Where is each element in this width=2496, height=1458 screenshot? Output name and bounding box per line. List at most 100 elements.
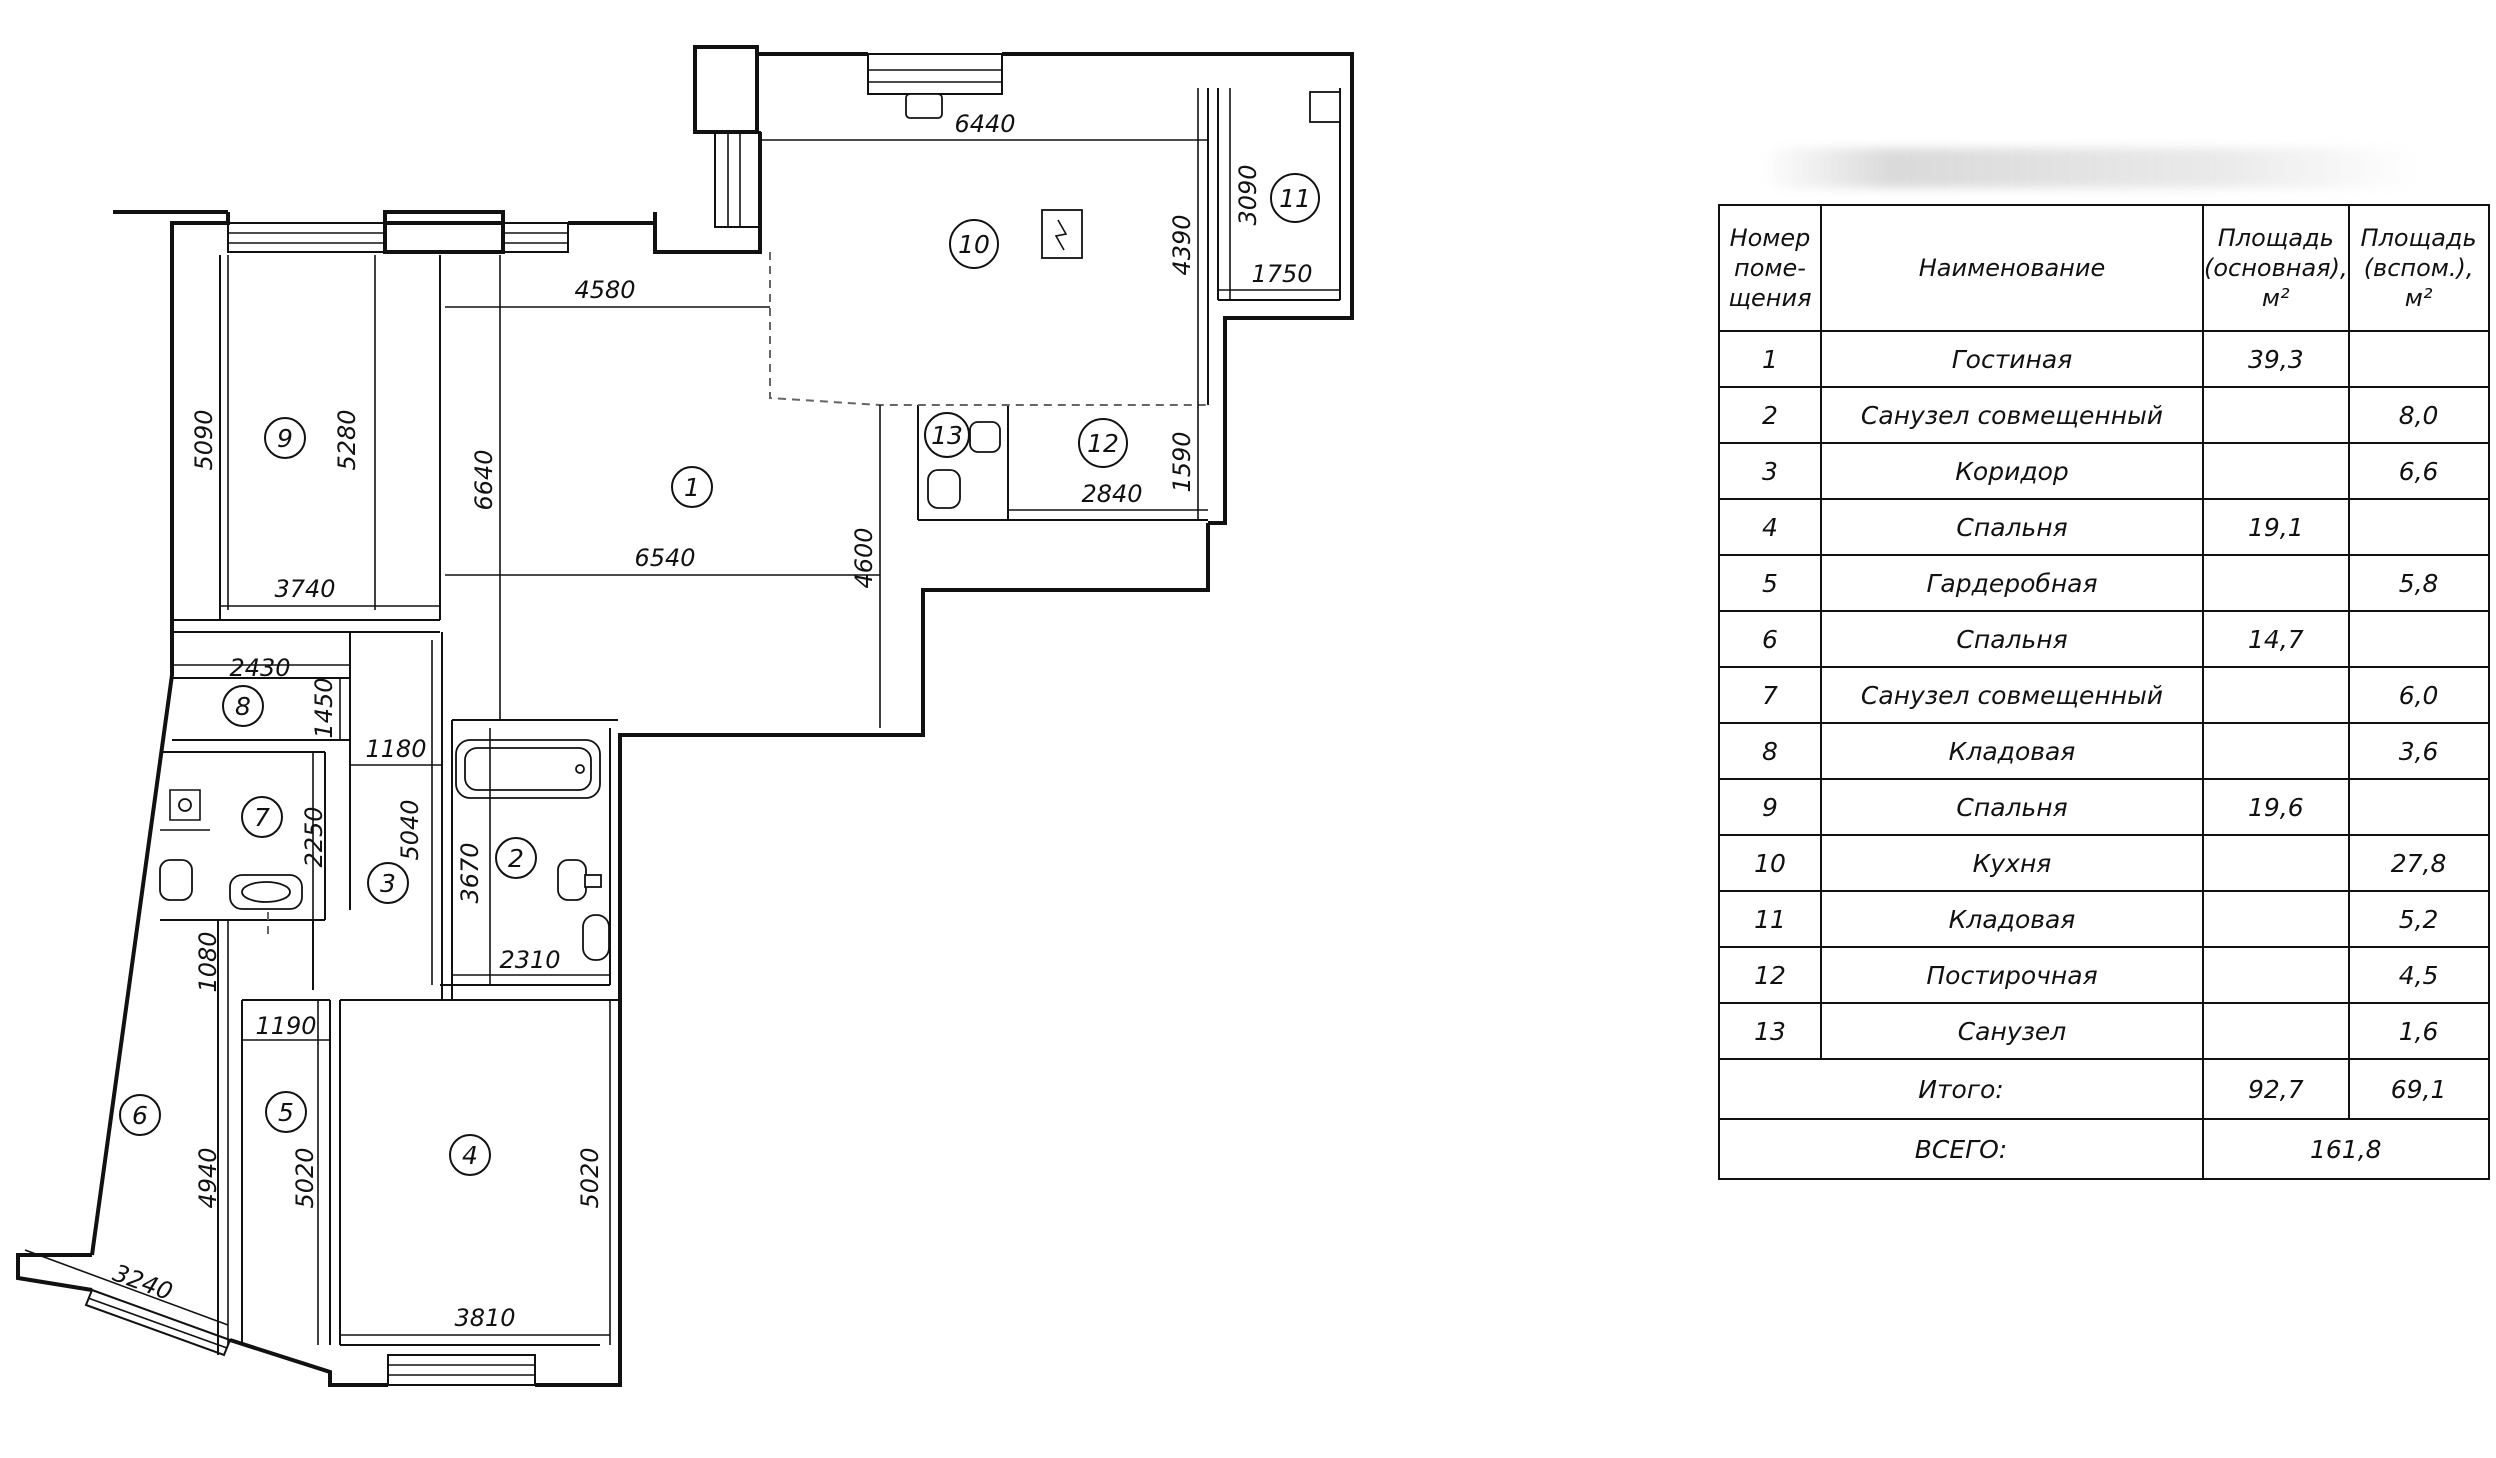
cell-name: Кухня	[1820, 834, 2204, 892]
zone-boundaries	[267, 252, 1208, 935]
header-name: Наименование	[1820, 204, 2204, 332]
cell-name: Санузел совмещенный	[1820, 386, 2204, 444]
table-total-row: Итого: 92,7 69,1	[1718, 1058, 2490, 1120]
cell-area-main	[2202, 1002, 2350, 1060]
dim-laundry-width: 2840	[1081, 480, 1142, 508]
header-area-main: Площадь (основная), м²	[2202, 204, 2350, 332]
room-1-number: 1	[684, 473, 700, 502]
cell-area-aux: 6,6	[2347, 442, 2490, 500]
cell-area-main	[2202, 442, 2350, 500]
cell-name: Коридор	[1820, 442, 2204, 500]
total-label: Итого:	[1718, 1058, 2204, 1120]
header-area-main-line2: (основная),	[2204, 254, 2348, 282]
cell-area-aux: 4,5	[2347, 946, 2490, 1004]
header-area-main-unit: м²	[2261, 284, 2290, 312]
cell-area-main: 19,6	[2202, 778, 2350, 836]
room-10-number: 10	[958, 230, 990, 259]
cell-number: 11	[1718, 890, 1822, 948]
header-number-line3: щения	[1728, 284, 1812, 312]
room-4-number: 4	[462, 1141, 478, 1170]
cell-number: 4	[1718, 498, 1822, 556]
toilet-icon	[159, 859, 193, 901]
cell-area-aux	[2347, 778, 2490, 836]
dim-bath2-height: 3670	[456, 842, 484, 903]
grand-total: 161,8	[2202, 1118, 2490, 1180]
cell-number: 1	[1718, 330, 1822, 388]
room-2-number: 2	[508, 844, 524, 873]
sink-icon	[969, 421, 1001, 453]
toilet-icon	[927, 469, 961, 509]
dim-living-height: 6640	[470, 449, 498, 510]
exterior-walls	[16, 45, 1354, 1387]
cell-area-aux	[2347, 498, 2490, 556]
blurred-caption	[1760, 148, 2420, 188]
room-5-number: 5	[278, 1098, 294, 1127]
cell-area-main	[2202, 946, 2350, 1004]
room-markers: 1 2 3 4 5 6 7 8 9 10 11 12 13	[119, 173, 1320, 1176]
dim-bed6-height: 4940	[194, 1147, 222, 1208]
room-11-number: 11	[1279, 184, 1311, 213]
dim-kitchen-width: 6440	[954, 110, 1015, 138]
windows	[84, 53, 1003, 1386]
dim-store8-height: 1450	[310, 677, 338, 738]
dim-gap-6: 1080	[194, 931, 222, 992]
room-12-number: 12	[1087, 429, 1119, 458]
room-13-number: 13	[931, 421, 963, 450]
header-area-aux-line1: Площадь	[2360, 224, 2477, 252]
shower-icon	[160, 789, 210, 831]
room-3-number: 3	[380, 869, 396, 898]
cell-name: Санузел	[1820, 1002, 2204, 1060]
dim-bath2-width: 2310	[499, 946, 560, 974]
total-aux: 69,1	[2347, 1058, 2490, 1120]
cell-name: Гардеробная	[1820, 554, 2204, 612]
cell-name: Спальня	[1820, 498, 2204, 556]
room-7-number: 7	[254, 803, 270, 832]
cell-area-main	[2202, 386, 2350, 444]
cell-area-aux: 3,6	[2347, 722, 2490, 780]
cell-area-main	[2202, 666, 2350, 724]
table-grand-row: ВСЕГО: 161,8	[1718, 1118, 2490, 1180]
cell-name: Спальня	[1820, 610, 2204, 668]
cell-area-main: 14,7	[2202, 610, 2350, 668]
cell-number: 13	[1718, 1002, 1822, 1060]
rooms-table: Номер поме- щения Наименование Площадь (…	[1718, 204, 2490, 1180]
cell-number: 3	[1718, 442, 1822, 500]
header-number-line2: поме-	[1734, 254, 1806, 282]
sink-icon	[905, 93, 943, 119]
grand-label: ВСЕГО:	[1718, 1118, 2204, 1180]
cell-area-aux	[2347, 610, 2490, 668]
dim-bed9-width: 3740	[274, 575, 335, 603]
dim-wardrobe-width: 1190	[255, 1012, 316, 1040]
dim-laundry-height: 1590	[1168, 431, 1196, 492]
cell-number: 10	[1718, 834, 1822, 892]
header-area-aux-unit: м²	[2404, 284, 2433, 312]
cell-name: Кладовая	[1820, 722, 2204, 780]
cell-name: Санузел совмещенный	[1820, 666, 2204, 724]
dim-bed4-height: 5020	[576, 1147, 604, 1208]
dim-store8-width: 2430	[229, 654, 290, 682]
room-9-number: 9	[277, 424, 293, 453]
cell-area-main	[2202, 834, 2350, 892]
cell-area-aux: 5,8	[2347, 554, 2490, 612]
cell-area-main	[2202, 554, 2350, 612]
cell-area-aux: 1,6	[2347, 1002, 2490, 1060]
header-number-line1: Номер	[1729, 224, 1811, 252]
cell-area-main	[2202, 890, 2350, 948]
toilet-icon	[557, 859, 587, 901]
cell-number: 9	[1718, 778, 1822, 836]
cell-area-aux: 6,0	[2347, 666, 2490, 724]
dim-bed4-width: 3810	[454, 1304, 515, 1332]
dim-store11-height: 3090	[1234, 164, 1262, 225]
cell-area-main	[2202, 722, 2350, 780]
dimension-labels: 6440 4580 6540 3740 1750 2840 2430 1180 …	[109, 110, 1312, 1332]
